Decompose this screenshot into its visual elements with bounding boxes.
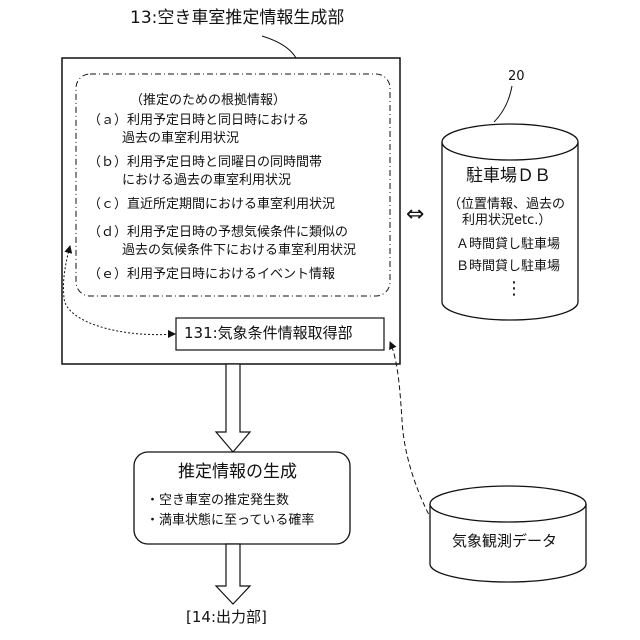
generation-item-2: ・満車状態に至っている確率	[146, 514, 314, 527]
basis-item-b-line2: における過去の車室利用状況	[122, 174, 291, 187]
basis-item-c: （ｃ）直近所定期間における車室利用状況	[88, 198, 335, 211]
bidirectional-arrow-icon: ⇔	[406, 204, 424, 226]
parking-db-entry-a: Ａ時間貸し駐車場	[456, 238, 560, 251]
basis-item-d-line2: 過去の気候条件下における車室利用状況	[122, 244, 356, 257]
parking-db-entry-b: Ｂ時間貸し駐車場	[456, 260, 560, 273]
weather-acquisition-label: 131:気象条件情報取得部	[184, 326, 353, 341]
parking-db-title: 駐車場ＤＢ	[466, 168, 551, 185]
generation-item-1: ・空き車室の推定発生数	[146, 494, 289, 507]
parking-db-more-icon: ⋮	[505, 280, 523, 298]
output-unit-label: [14:出力部]	[186, 610, 267, 625]
parking-db-desc-line1: （位置情報、過去の	[448, 198, 565, 211]
unit-to-generation-arrow	[216, 364, 250, 452]
parking-db-ref: 20	[508, 70, 525, 83]
basis-item-e: （ｅ）利用予定日時におけるイベント情報	[88, 268, 335, 281]
weather-data-to-acquisition-line	[390, 342, 436, 528]
title-leader-line	[262, 36, 296, 58]
basis-item-d-line1: （ｄ）利用予定日時の予想気候条件に類似の	[88, 226, 348, 239]
basis-to-acquisition-arrowhead	[168, 330, 176, 338]
basis-item-a-line2: 過去の車室利用状況	[122, 132, 239, 145]
generation-to-output-arrow	[216, 544, 250, 604]
generation-title: 推定情報の生成	[178, 464, 297, 481]
basis-item-b-line1: （ｂ）利用予定日時と同曜日の同時間帯	[88, 156, 322, 169]
basis-heading: （推定のための根拠情報）	[130, 94, 286, 107]
weather-data-label: 気象観測データ	[452, 534, 557, 549]
unit-title: 13:空き車室推定情報生成部	[130, 10, 344, 27]
parking-db-desc-line2: 利用状況etc.）	[462, 214, 551, 227]
basis-item-a-line1: （ａ）利用予定日時と同日時における	[88, 114, 309, 127]
db-ref-leader-line	[494, 86, 512, 122]
acquisition-to-basis-arrow	[63, 246, 174, 335]
